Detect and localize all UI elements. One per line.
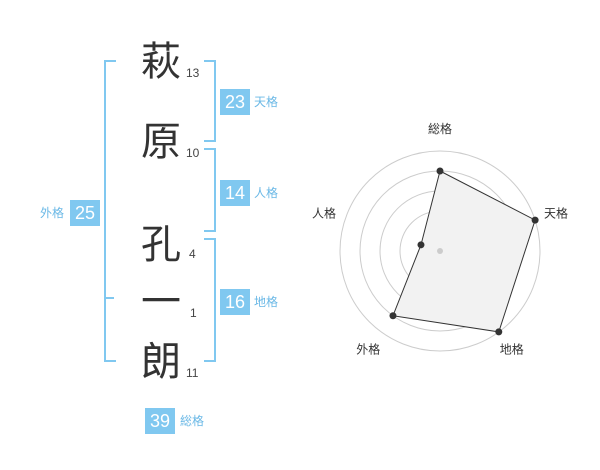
- name-char-2: 原: [141, 119, 181, 165]
- tenkaku-value: 23: [220, 89, 250, 115]
- stroke-count-4: 1: [190, 306, 197, 320]
- radar-center-dot: [437, 248, 443, 254]
- name-char-3: 孔: [141, 222, 181, 268]
- radar-grid-ring: [339, 150, 541, 352]
- name-char-5: 朗: [141, 339, 181, 385]
- radar-axis-label: 総格: [428, 121, 452, 136]
- radar-point: [417, 241, 425, 249]
- name-char-1: 萩: [141, 39, 181, 85]
- radar-point: [389, 312, 397, 320]
- soukaku-label: 総格: [180, 414, 205, 428]
- outer-bracket-divider: [104, 297, 114, 299]
- radar-axis-label: 外格: [356, 342, 380, 357]
- chikaku-label: 地格: [254, 295, 279, 309]
- stroke-count-1: 13: [186, 66, 200, 80]
- gaikaku-label: 外格: [40, 206, 65, 220]
- jinkaku-bracket: [204, 148, 216, 232]
- radar-point: [436, 167, 444, 175]
- tenkaku-bracket: [204, 60, 216, 142]
- radar-point: [495, 328, 503, 336]
- chikaku-value: 16: [220, 289, 250, 315]
- stroke-count-5: 11: [186, 366, 199, 380]
- chikaku-bracket: [204, 238, 216, 362]
- name-char-4: 一: [141, 279, 181, 325]
- radar-axis-label: 人格: [312, 205, 336, 220]
- radar-axis-label: 地格: [500, 342, 524, 357]
- jinkaku-value: 14: [220, 180, 250, 206]
- outer-bracket: [104, 60, 116, 362]
- radar-point: [531, 216, 539, 224]
- radar-area: [392, 170, 536, 333]
- soukaku-value: 39: [145, 408, 175, 434]
- radar-points: [389, 167, 539, 336]
- radar-axis-label: 天格: [544, 205, 568, 220]
- jinkaku-label: 人格: [254, 186, 279, 200]
- stroke-count-2: 10: [186, 146, 200, 160]
- tenkaku-label: 天格: [254, 95, 279, 109]
- stroke-count-3: 4: [189, 247, 196, 261]
- gaikaku-value: 25: [70, 200, 100, 226]
